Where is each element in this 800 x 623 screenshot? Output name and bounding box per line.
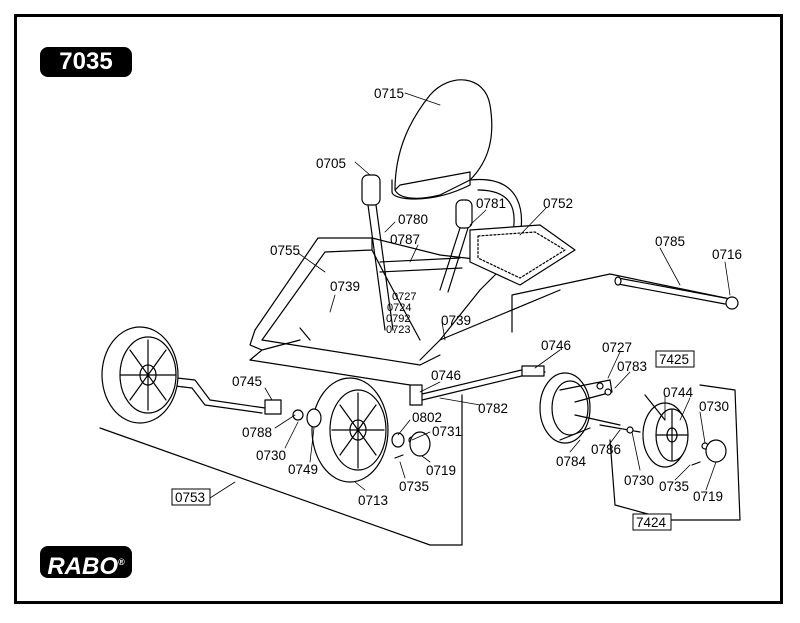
label-0784: 0784	[556, 454, 587, 469]
label-0715: 0715	[374, 86, 404, 101]
label-0723: 0723	[386, 324, 410, 336]
label-0713: 0713	[358, 493, 388, 508]
label-0727a: 0727	[392, 291, 416, 303]
label-0739b: 0739	[441, 313, 471, 328]
label-0727b: 0727	[602, 340, 632, 355]
label-0719a: 0719	[426, 463, 456, 478]
label-0785: 0785	[655, 234, 685, 249]
kit-box-7424	[632, 513, 672, 531]
label-0716: 0716	[712, 247, 742, 262]
seat	[391, 79, 493, 200]
label-0787: 0787	[390, 232, 420, 247]
registered-mark: ®	[118, 557, 125, 567]
label-0780: 0780	[398, 212, 428, 227]
group-outline-top	[511, 273, 736, 333]
label-0788: 0788	[242, 425, 272, 440]
gokart-drawing	[99, 79, 741, 546]
label-0705: 0705	[316, 156, 346, 171]
brand-name: RABO	[47, 553, 119, 580]
kit-box-7425	[655, 350, 695, 368]
rod-0785	[614, 276, 739, 310]
spindle-assembly	[539, 372, 621, 444]
group-outline-0753	[99, 394, 463, 546]
label-0783: 0783	[617, 359, 647, 374]
label-0786: 0786	[591, 442, 621, 457]
label-0735a: 0735	[399, 479, 429, 494]
label-0724: 0724	[387, 302, 411, 314]
kit-box-0753	[171, 488, 211, 506]
label-0739a: 0739	[330, 279, 360, 294]
label-0735b: 0735	[659, 479, 689, 494]
label-7425: 7425	[659, 352, 689, 367]
label-0730b: 0730	[256, 448, 286, 463]
hub-parts-left	[264, 399, 431, 459]
part-labels: 0715 0705 0780 0781 0752 0787 0755 0785 …	[171, 86, 742, 531]
model-number-badge: 7035	[40, 47, 132, 77]
label-0731: 0731	[432, 424, 462, 439]
label-0745: 0745	[232, 374, 262, 389]
wheel-front-right	[599, 402, 727, 468]
wheel-front-left	[311, 377, 389, 483]
handle-right	[439, 199, 473, 293]
handle-left	[361, 174, 394, 331]
label-0749: 0749	[288, 462, 318, 477]
kit-bracket-top	[644, 394, 666, 421]
label-0719b: 0719	[693, 489, 723, 504]
label-0746b: 0746	[431, 368, 461, 383]
brand-logo: RABO®	[40, 546, 132, 580]
label-0802: 0802	[412, 410, 442, 425]
leader-lines	[209, 92, 731, 499]
label-0782: 0782	[478, 401, 508, 416]
kit-bracket-outline	[609, 384, 741, 521]
label-0730a: 0730	[699, 399, 729, 414]
floor-plate	[469, 224, 576, 286]
label-0746a: 0746	[541, 338, 571, 353]
label-7424: 7424	[636, 515, 667, 530]
label-0781: 0781	[476, 196, 506, 211]
tie-rod	[409, 365, 546, 406]
label-0752: 0752	[543, 196, 573, 211]
label-0792: 0792	[386, 313, 410, 325]
label-0755: 0755	[270, 243, 300, 258]
diagram-frame	[14, 14, 783, 604]
label-0730c: 0730	[624, 473, 654, 488]
label-0744: 0744	[663, 385, 694, 400]
label-0753: 0753	[175, 490, 205, 505]
wheel-rear-left	[101, 326, 179, 424]
